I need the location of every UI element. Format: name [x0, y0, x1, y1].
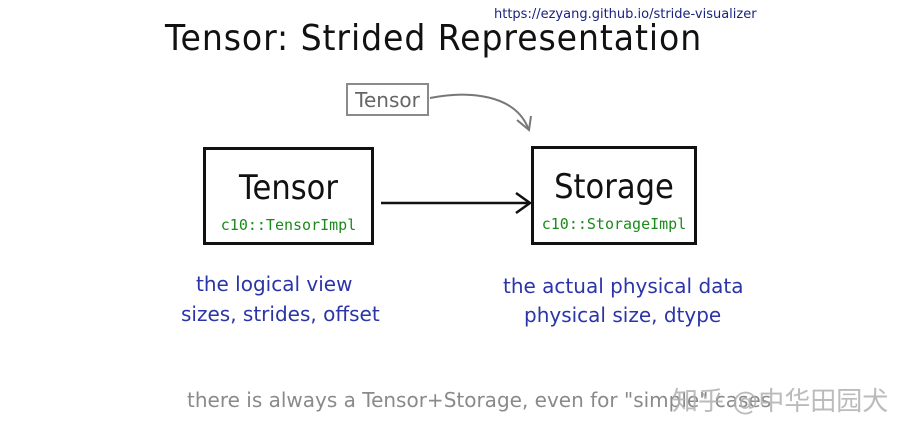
small-tensor-curve-arrow-head: [516, 115, 532, 132]
tensor-box-title: Tensor: [239, 168, 338, 208]
source-url: https://ezyang.github.io/stride-visualiz…: [494, 7, 757, 22]
storage-box-subtitle: c10::StorageImpl: [541, 215, 687, 233]
tensor-note-line-1: the logical view: [196, 272, 353, 296]
tensor-box: Tensor c10::TensorImpl: [203, 147, 374, 245]
storage-note-line-1: the actual physical data: [503, 274, 744, 298]
footer-note: there is always a Tensor+Storage, even f…: [187, 388, 772, 412]
storage-box: Storage c10::StorageImpl: [531, 146, 697, 245]
tensor-to-storage-arrow-head: [515, 191, 533, 215]
tensor-note-line-2: sizes, strides, offset: [181, 302, 380, 326]
small-tensor-curve-arrow: [429, 93, 529, 129]
storage-note-line-2: physical size, dtype: [524, 303, 722, 327]
small-tensor-box: Tensor: [346, 83, 429, 116]
diagram-title: Tensor: Strided Representation: [165, 18, 703, 59]
storage-box-title: Storage: [554, 167, 674, 207]
tensor-box-subtitle: c10::TensorImpl: [220, 216, 357, 234]
watermark: 知乎 @中华田园犬: [672, 387, 889, 417]
small-tensor-label: Tensor: [355, 88, 420, 112]
